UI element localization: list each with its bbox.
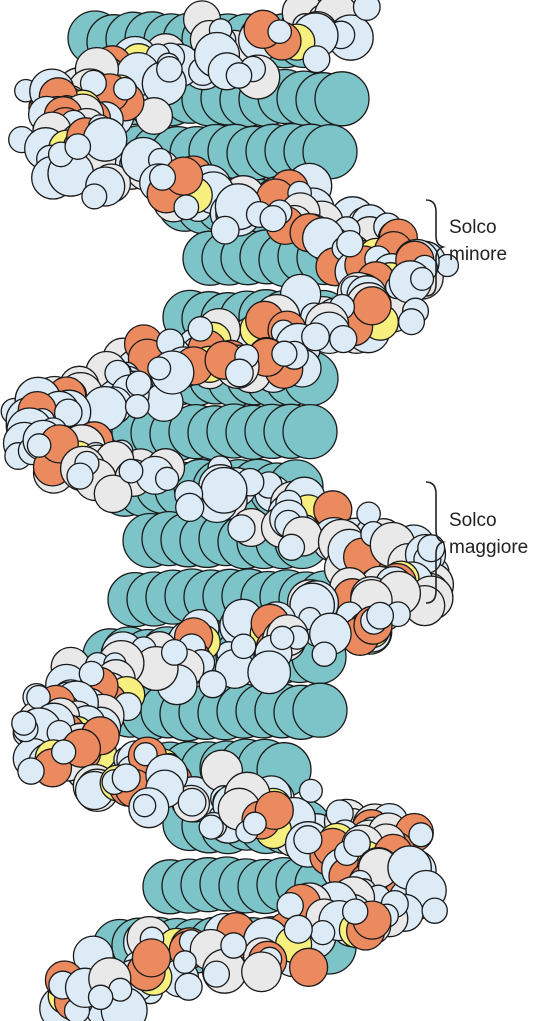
hydrogen-atom [126, 371, 151, 396]
hydrogen-atom [418, 535, 445, 562]
hydrogen-atom [82, 184, 107, 209]
backbone-atom [248, 651, 291, 694]
hydrogen-atom [150, 164, 176, 190]
hydrogen-atom [272, 341, 297, 366]
hydrogen-atom [354, 0, 381, 20]
hydrogen-atom [176, 493, 204, 521]
hydrogen-atom [399, 309, 425, 335]
hydrogen-atom [211, 216, 239, 244]
hydrogen-atom [67, 463, 93, 489]
hydrogen-atom [311, 921, 335, 945]
hydrogen-atom [279, 534, 305, 560]
hydrogen-atom [409, 823, 433, 847]
backbone-atom [83, 118, 126, 161]
hydrogen-atom [65, 134, 90, 159]
base-pair-atom [293, 683, 347, 737]
hydrogen-atom [199, 815, 223, 839]
hydrogen-atom [303, 46, 330, 73]
hydrogen-atom [312, 642, 336, 666]
hydrogen-atom [260, 206, 286, 232]
hydrogen-atom [330, 326, 357, 353]
hydrogen-atom [367, 602, 394, 629]
hydrogen-atom [231, 634, 255, 658]
hydrogen-atom [174, 951, 197, 974]
hydrogen-atom [243, 812, 266, 835]
hydrogen-atom [337, 231, 363, 257]
hydrogen-atom [422, 898, 447, 923]
oxygen-atom [353, 287, 391, 325]
hydrogen-atom [268, 20, 291, 43]
hydrogen-atom [411, 268, 434, 291]
hydrogen-atom [114, 78, 136, 100]
hydrogen-atom [52, 740, 76, 764]
hydrogen-atom [162, 640, 188, 666]
hydrogen-atom [27, 434, 50, 457]
hydrogen-atom [284, 915, 312, 943]
hydrogen-atom [294, 826, 322, 854]
hydrogen-atom [178, 788, 206, 816]
hydrogen-atom [174, 195, 199, 220]
hydrogen-atom [226, 359, 254, 387]
hydrogen-atom [203, 961, 229, 987]
hydrogen-atom [157, 57, 182, 82]
hydrogen-atom [112, 764, 140, 792]
hydrogen-atom [199, 671, 226, 698]
hydrogen-atom [156, 467, 179, 490]
minor-groove-label-line2: minore [449, 244, 507, 265]
major-groove-label-line2: maggiore [449, 537, 528, 558]
backbone-atom [242, 952, 282, 992]
hydrogen-atom [226, 63, 251, 88]
hydrogen-atom [271, 626, 294, 649]
hydrogen-atom [89, 985, 113, 1009]
hydrogen-atom [221, 933, 246, 958]
hydrogen-atom [126, 395, 150, 419]
major-groove-label-line1: Solco [449, 510, 497, 531]
minor-groove-label-line1: Solco [449, 217, 497, 238]
hydrogen-atom [12, 711, 36, 735]
hydrogen-atom [175, 973, 202, 1000]
oxygen-atom [132, 939, 170, 977]
hydrogen-atom [188, 317, 212, 341]
hydrogen-atom [343, 899, 368, 924]
hydrogen-atom [148, 357, 171, 380]
hydrogen-atom [228, 515, 255, 542]
hydrogen-atom [18, 758, 44, 784]
base-pair-atom [315, 72, 369, 126]
base-pair-atom [283, 405, 337, 459]
hydrogen-atom [134, 795, 156, 817]
oxygen-atom [290, 948, 328, 986]
hydrogen-atom [119, 459, 143, 483]
backbone-atom [201, 468, 247, 514]
